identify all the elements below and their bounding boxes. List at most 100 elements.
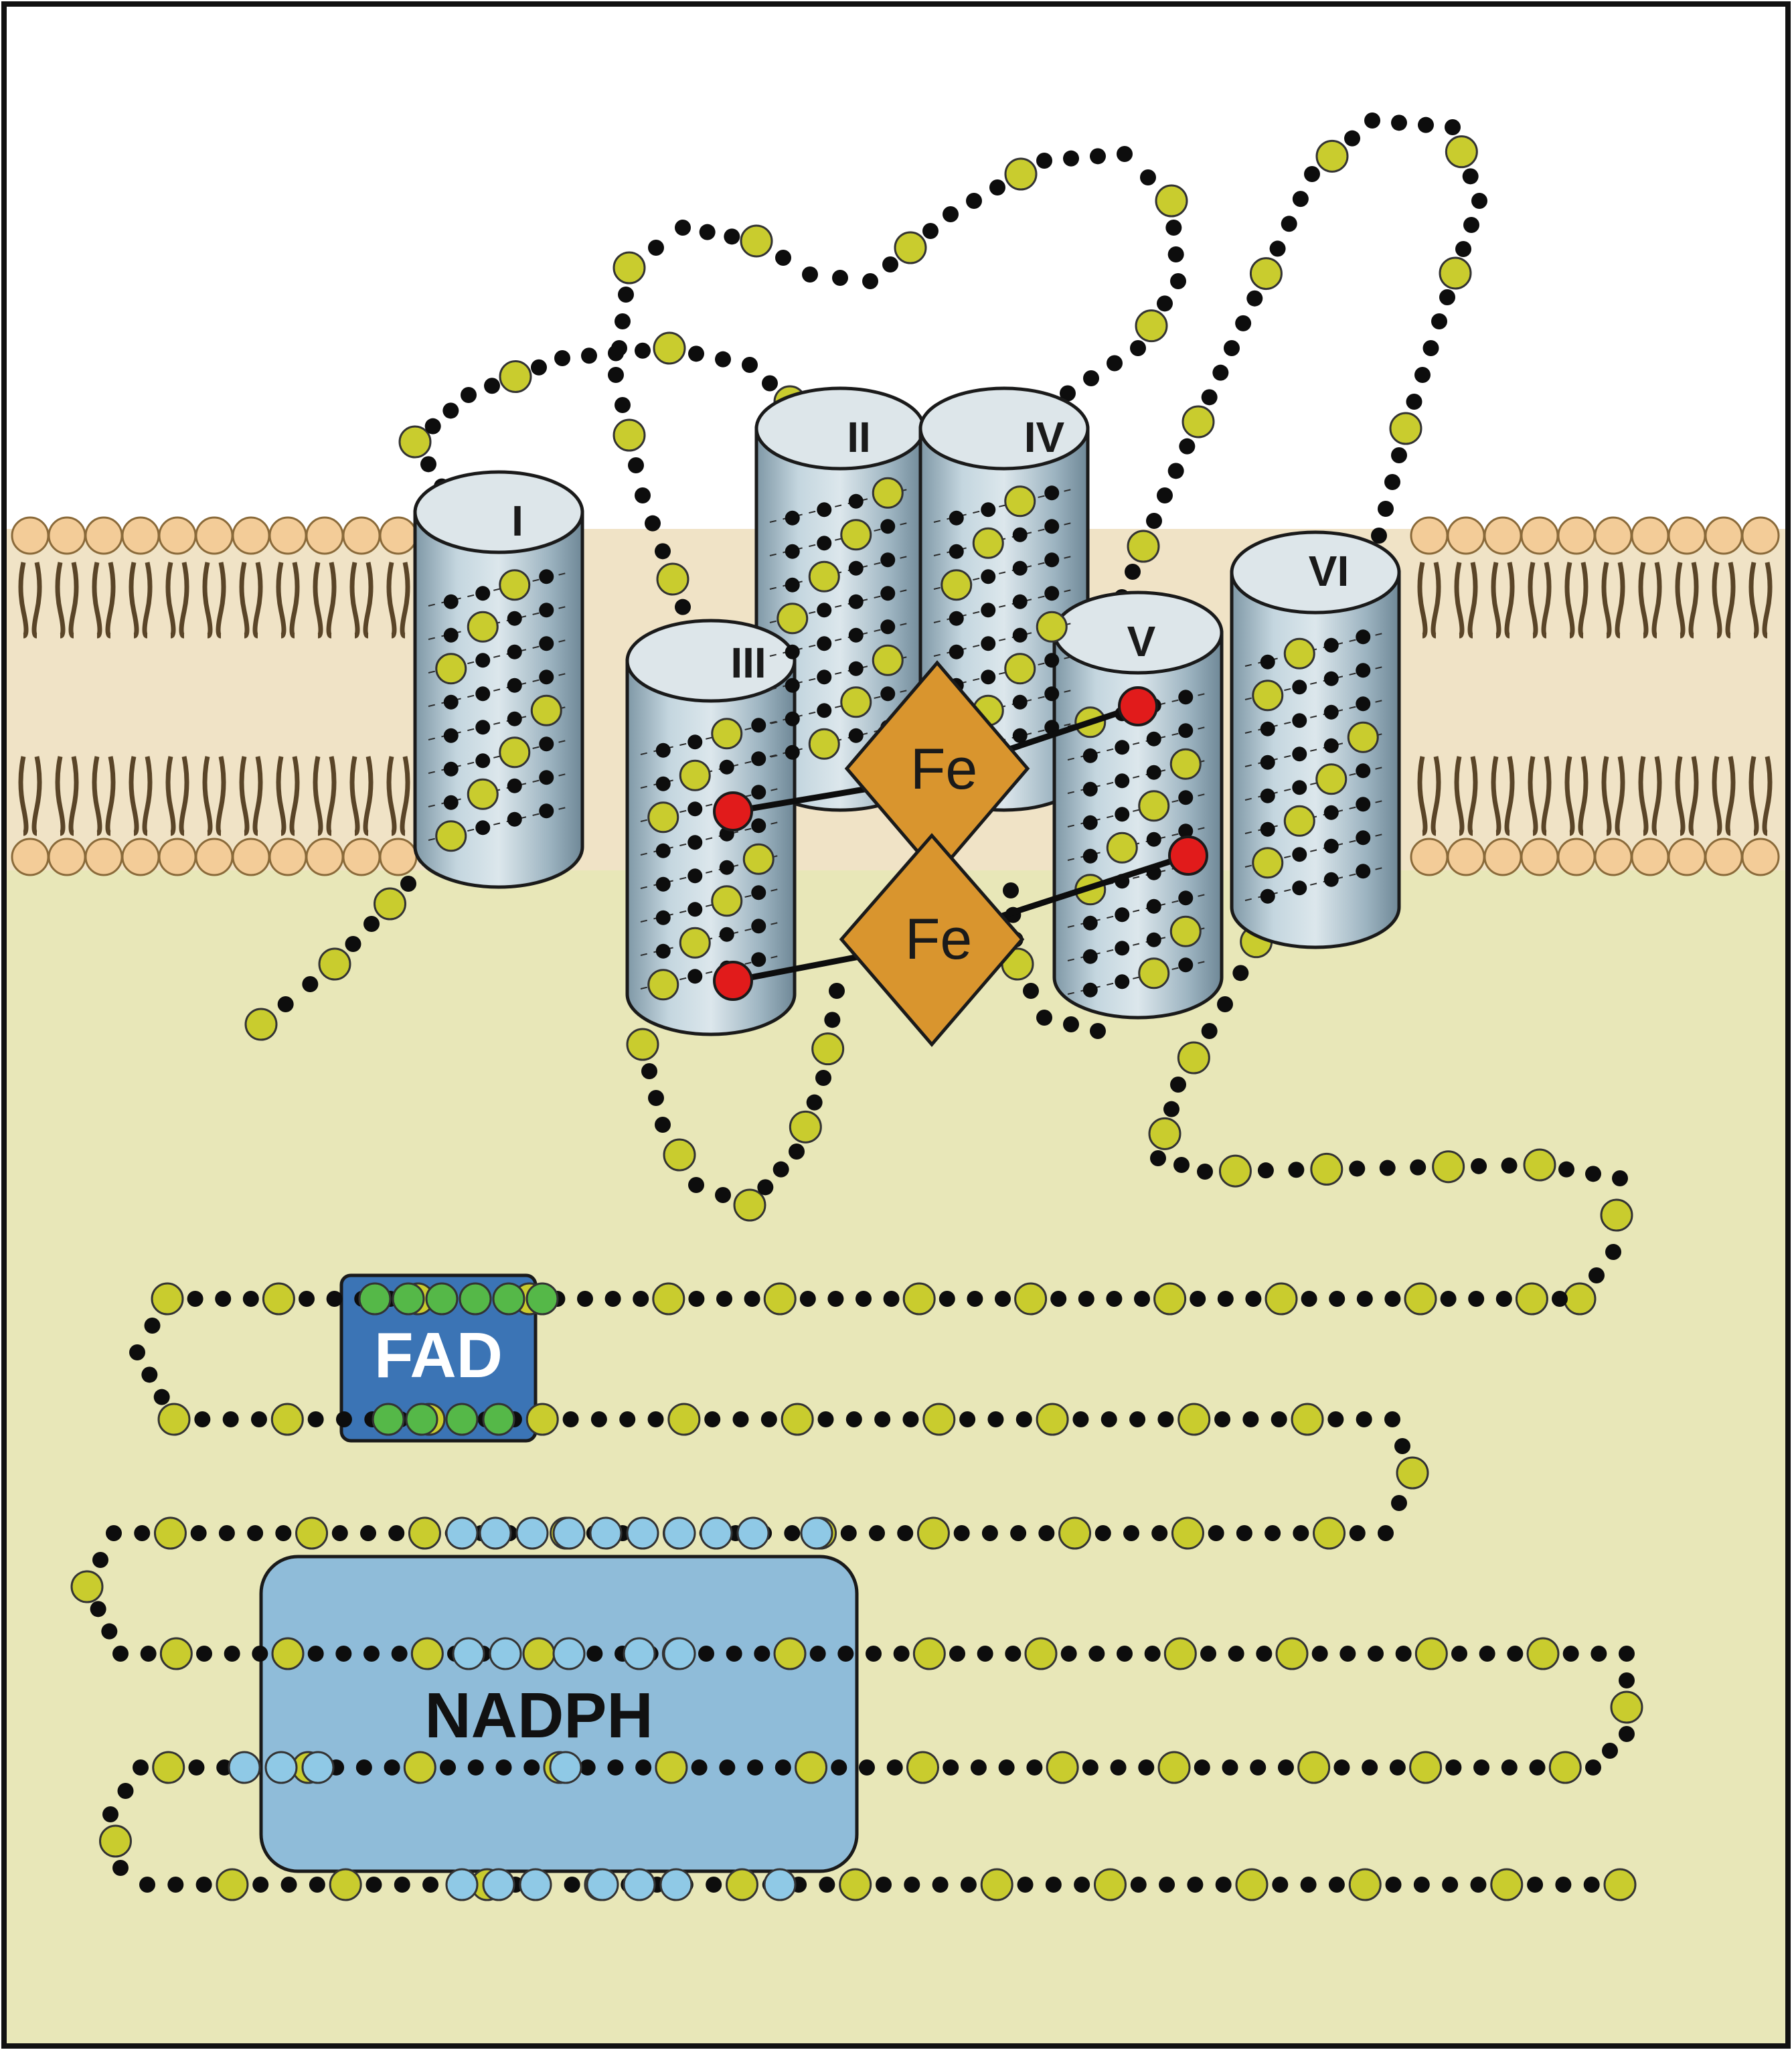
chain-residue (635, 342, 651, 359)
conserved-residue (1235, 1868, 1269, 1901)
lipid-tail (1417, 756, 1428, 836)
lipid-tail (1712, 756, 1722, 836)
chain-residue (252, 1877, 269, 1893)
nadph-binding-residue (552, 1637, 586, 1670)
chain-residue (443, 594, 459, 609)
conserved-residue (271, 1637, 305, 1670)
chain-residue (883, 1291, 900, 1307)
chain-residue (218, 1525, 235, 1541)
chain-residue (1063, 1016, 1079, 1032)
chain-residue (467, 1759, 484, 1776)
chain-residue (615, 313, 631, 329)
chain-residue (307, 1646, 324, 1662)
nadph-binding-residue (264, 1751, 298, 1784)
chain-residue (1356, 763, 1371, 779)
chain-residue (1471, 1158, 1487, 1174)
nadph-binding-residue (479, 1516, 512, 1550)
chain-residue (280, 1877, 297, 1893)
helix-turn (769, 722, 911, 757)
chain-residue (998, 1759, 1015, 1776)
conserved-residue (912, 1637, 946, 1670)
lipid-tail (1467, 562, 1478, 639)
lipid-tail (92, 756, 102, 836)
chain-residue (751, 885, 766, 900)
chain-residue (831, 1759, 847, 1776)
chain-residue (443, 694, 459, 710)
lipid-tail (105, 562, 116, 639)
chain-residue (751, 785, 766, 800)
helix-turn (1244, 833, 1386, 868)
chain-residue (1479, 1646, 1495, 1662)
chain-residue (424, 418, 441, 435)
chain-residue (1115, 907, 1130, 923)
chain-residue (507, 678, 522, 693)
chain-residue (699, 224, 716, 240)
chain-residue (1134, 1291, 1150, 1307)
chain-residue (331, 1525, 348, 1541)
chain-residue (687, 835, 703, 850)
chain-residue (886, 1759, 903, 1776)
nadph-binding-residue (736, 1516, 770, 1550)
conserved-residue (408, 1516, 441, 1550)
chain-residue (880, 552, 896, 568)
conserved-residue (1169, 915, 1202, 947)
chain-residue (1083, 370, 1099, 386)
chain-residue (1187, 1877, 1204, 1893)
chain-residue (590, 1411, 607, 1427)
chain-residue (1431, 313, 1447, 329)
chain-residue (1246, 290, 1263, 307)
helix-turn (640, 955, 782, 990)
chain-residue (687, 801, 703, 817)
lipid-tail (1712, 562, 1722, 639)
conserved-residue (1490, 1868, 1524, 1901)
nadph-binding-residue (452, 1637, 485, 1670)
chain-residue (882, 256, 898, 272)
chain-residue (1473, 1759, 1490, 1776)
conserved-residue (244, 1008, 278, 1041)
chain-residue (250, 1411, 267, 1427)
conserved-residue (398, 425, 432, 459)
chain-residue (742, 357, 758, 373)
chain-residue (802, 266, 818, 283)
helix-turn (1244, 866, 1386, 901)
chain-residue (1356, 1411, 1372, 1427)
lipid-tail (289, 562, 300, 639)
nadph-binding-residue (482, 1868, 515, 1901)
lipid-tail (31, 756, 42, 836)
conserved-residue (1348, 1868, 1382, 1901)
helix-turn (769, 622, 911, 657)
conserved-residue (1157, 1751, 1191, 1784)
chain-residue (1117, 1646, 1133, 1662)
chain-residue (1384, 1291, 1401, 1307)
helix-turn (933, 622, 1075, 657)
lipid-head (121, 516, 160, 555)
lipid-head (1557, 838, 1596, 876)
lipid-head (1704, 838, 1743, 876)
chain-residue (1562, 1646, 1579, 1662)
chain-residue (876, 1877, 892, 1893)
chain-residue (1391, 114, 1407, 131)
chain-residue (141, 1366, 158, 1383)
lipid-tail (1601, 756, 1612, 836)
conserved-residue (1138, 957, 1170, 990)
lipid-tail (276, 562, 287, 639)
conserved-residue (1310, 1152, 1343, 1186)
chain-residue (475, 686, 491, 702)
chain-residue (1292, 880, 1307, 896)
chain-residue (1151, 1525, 1168, 1541)
lipid-head (195, 516, 234, 555)
conserved-residue (1315, 139, 1349, 173)
chain-residue (1585, 1166, 1601, 1182)
lipid-head (1520, 838, 1559, 876)
chain-residue (1074, 1877, 1090, 1893)
lipid-head (342, 516, 381, 555)
helix-turn (640, 921, 782, 956)
chain-residue (902, 1411, 919, 1427)
chain-residue (732, 1411, 749, 1427)
lipid-tail (179, 562, 189, 639)
chain-residue (1323, 738, 1339, 753)
lipid-tail (400, 756, 410, 836)
conserved-residue (742, 843, 775, 875)
chain-residue (507, 644, 522, 659)
helix-turn (1244, 766, 1386, 801)
